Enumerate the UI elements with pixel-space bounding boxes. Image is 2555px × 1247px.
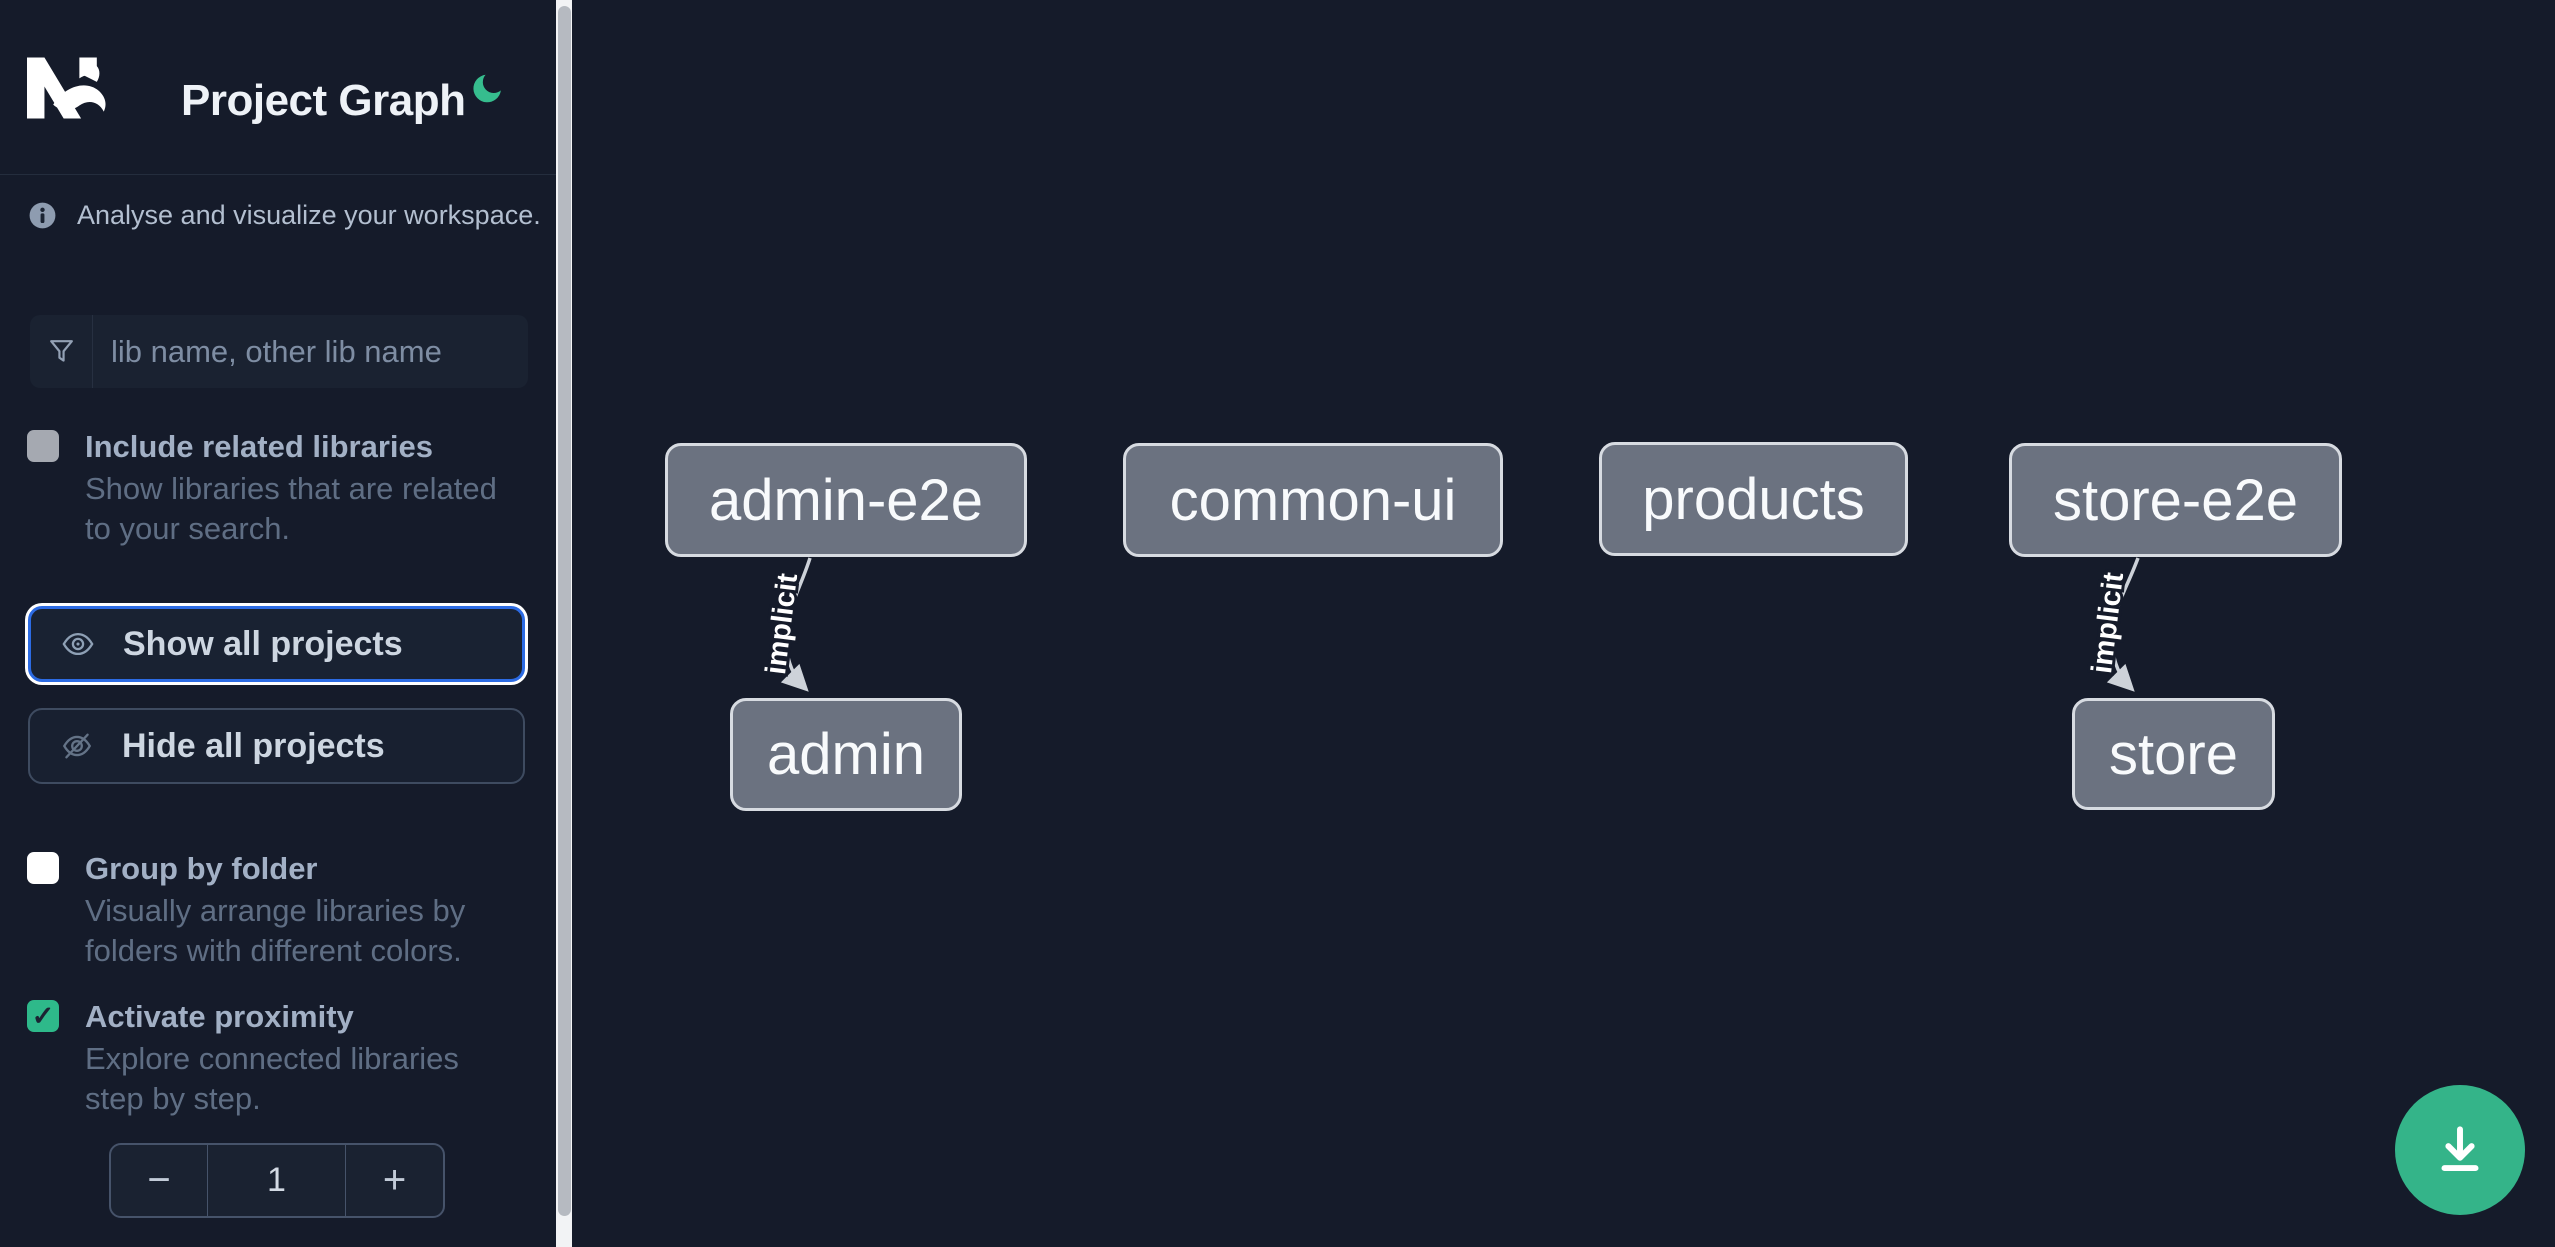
graph-node-store-e2e[interactable]: store-e2e [2009, 443, 2342, 557]
workspace-tagline: Analyse and visualize your workspace. [27, 200, 541, 231]
show-all-projects-button[interactable]: Show all projects [28, 606, 525, 682]
proximity-degree-value: 1 [267, 1161, 286, 1199]
graph-node-common-ui[interactable]: common-ui [1123, 443, 1503, 557]
page-title: Project Graph [181, 76, 466, 125]
check-icon: ✓ [31, 1000, 55, 1031]
download-icon [2441, 1126, 2479, 1172]
eye-icon [62, 632, 94, 656]
scrollbar-thumb[interactable] [557, 6, 571, 1216]
activate-proximity-description: Explore connected libraries step by step… [85, 1041, 459, 1116]
include-related-libraries-checkbox[interactable] [27, 430, 59, 462]
sidebar: Project Graph Analyse and visualize your… [0, 0, 572, 1247]
edge-label-store-e2e-to-store: implicit [2086, 570, 2130, 675]
proximity-degree-stepper: − 1 + [109, 1143, 445, 1218]
info-icon [29, 202, 56, 229]
filter-input[interactable] [93, 315, 528, 388]
hide-all-projects-label: Hide all projects [122, 726, 385, 765]
group-by-folder-checkbox[interactable] [27, 852, 59, 884]
group-by-folder-label: Group by folder [85, 851, 318, 886]
group-by-folder-description: Visually arrange libraries by folders wi… [85, 893, 466, 968]
include-related-libraries-description: Show libraries that are related to your … [85, 471, 497, 546]
moon-icon [473, 74, 501, 102]
tagline-text: Analyse and visualize your workspace. [77, 200, 541, 230]
graph-node-admin-e2e[interactable]: admin-e2e [665, 443, 1027, 557]
graph-canvas[interactable]: implicit implicit admin-e2e common-ui produ… [572, 0, 2555, 1247]
activate-proximity-label: Activate proximity [85, 999, 354, 1034]
graph-edge-admin-e2e-to-admin[interactable]: implicit [757, 557, 812, 692]
graph-node-store[interactable]: store [2072, 698, 2275, 810]
decrement-button[interactable]: − [111, 1145, 208, 1216]
eye-off-icon [62, 733, 92, 759]
theme-toggle-button[interactable] [468, 68, 508, 110]
hide-all-projects-button[interactable]: Hide all projects [28, 708, 525, 784]
save-image-button[interactable] [2395, 1085, 2525, 1215]
edges-layer: implicit implicit [757, 557, 2140, 692]
activate-proximity-checkbox[interactable]: ✓ [27, 1000, 59, 1032]
sidebar-scrollbar[interactable] [556, 0, 572, 1247]
edge-label-admin-e2e-to-admin: implicit [760, 571, 804, 676]
graph-node-admin[interactable]: admin [730, 698, 962, 811]
increment-button[interactable]: + [345, 1145, 443, 1216]
nx-logo [27, 57, 106, 119]
funnel-icon [30, 315, 93, 388]
sidebar-header: Project Graph [0, 0, 556, 175]
graph-node-products[interactable]: products [1599, 442, 1908, 556]
graph-edge-store-e2e-to-store[interactable]: implicit [2083, 557, 2140, 692]
include-related-libraries-label: Include related libraries [85, 429, 434, 464]
filter-box [30, 315, 528, 388]
show-all-projects-label: Show all projects [123, 624, 403, 663]
